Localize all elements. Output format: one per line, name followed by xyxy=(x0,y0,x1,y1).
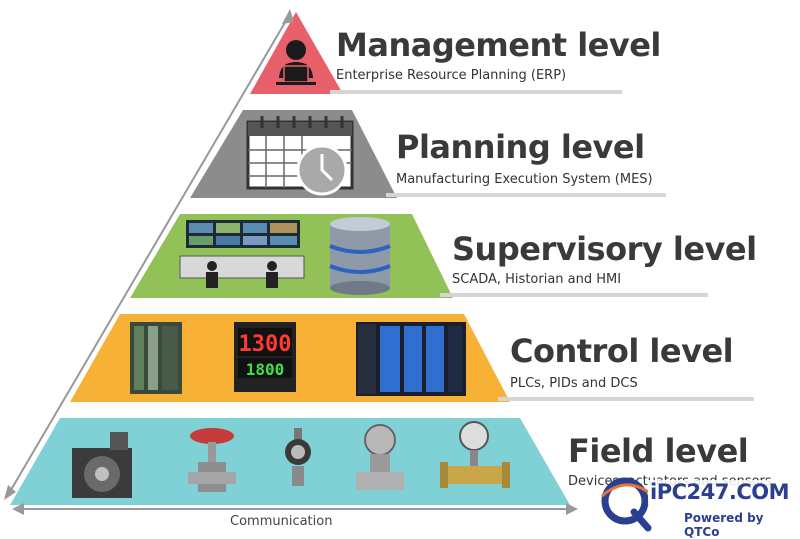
communication-axis xyxy=(4,9,578,515)
control-room-icon xyxy=(179,220,305,288)
planning-level-title: Planning level xyxy=(396,128,645,166)
brand-watermark: iPC247.COM Powered by QTCo xyxy=(598,474,800,539)
database-icon xyxy=(329,217,391,295)
communication-axis-label: Communication xyxy=(230,514,333,529)
flow-meter-icon xyxy=(440,421,510,488)
supervisory-level-title: Supervisory level xyxy=(452,230,757,268)
supervisory-level-subtitle: SCADA, Historian and HMI xyxy=(452,272,622,287)
pid-display-lower: 1800 xyxy=(246,360,285,379)
dcs-unit-icon xyxy=(356,322,466,396)
control-valve-icon xyxy=(188,428,236,492)
planning-level-underline xyxy=(386,193,666,197)
brand-name: iPC247.COM xyxy=(648,480,791,504)
pressure-transmitter-icon xyxy=(356,424,404,490)
supervisory-level-underline xyxy=(440,293,708,297)
management-level-subtitle: Enterprise Resource Planning (ERP) xyxy=(336,68,567,83)
pid-controller-icon: 1300 1800 xyxy=(234,322,296,392)
brand-q-logo-icon xyxy=(601,477,652,532)
person-laptop-icon xyxy=(276,40,316,85)
control-level-subtitle: PLCs, PIDs and DCS xyxy=(510,376,638,391)
brand-tagline: Powered by QTCo xyxy=(684,511,764,539)
calendar-clock-icon xyxy=(246,116,354,196)
management-level-title: Management level xyxy=(336,26,661,64)
management-level-underline xyxy=(330,90,622,94)
planning-level-subtitle: Manufacturing Execution System (MES) xyxy=(396,172,653,187)
field-level-title: Field level xyxy=(568,432,749,470)
pid-display-upper: 1300 xyxy=(239,332,292,357)
level-sensor-icon xyxy=(285,428,311,486)
plc-rack-icon xyxy=(130,322,182,394)
control-level-underline xyxy=(498,397,754,401)
control-level-title: Control level xyxy=(510,332,734,370)
servo-motor-icon xyxy=(72,432,132,498)
